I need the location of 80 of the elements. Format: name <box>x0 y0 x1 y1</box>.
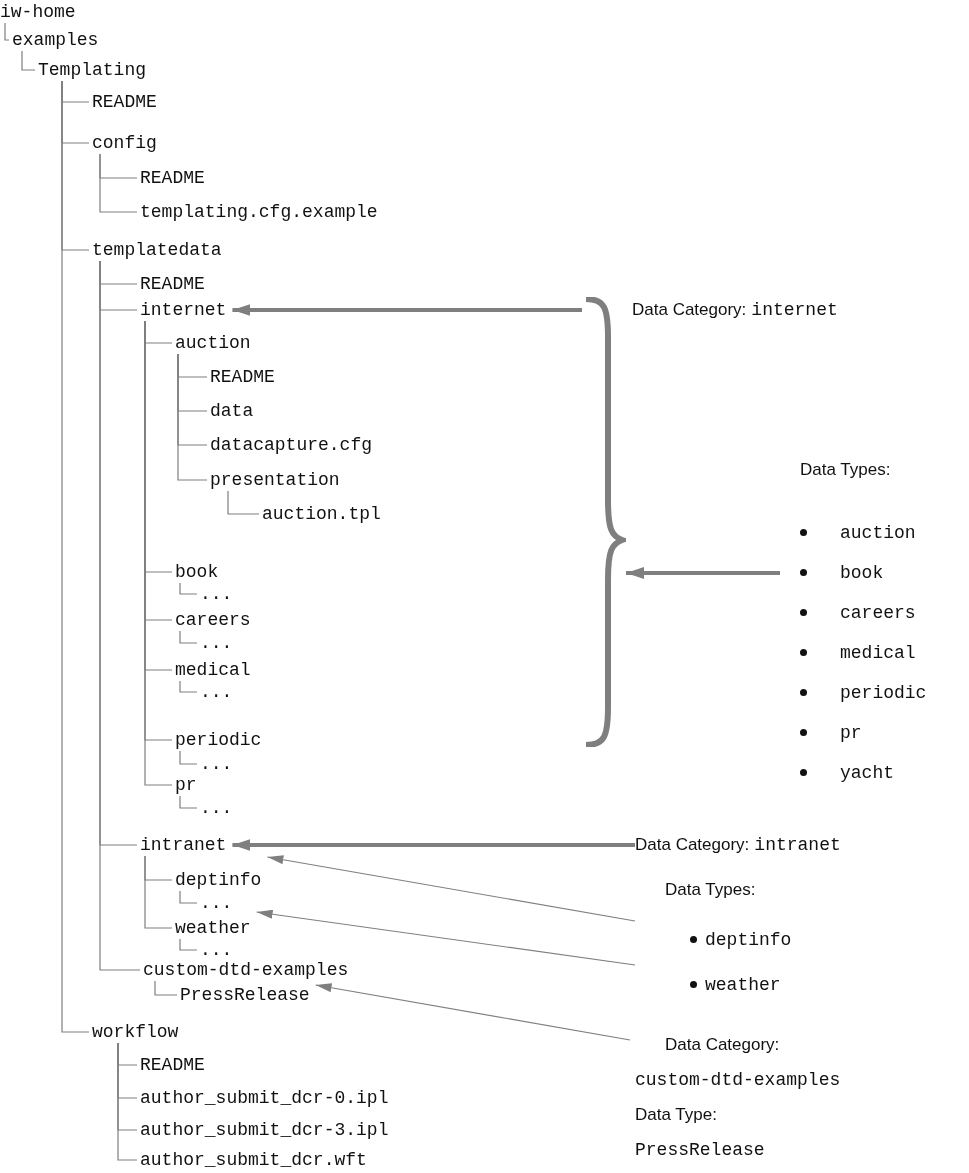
category-label: Data Category: <box>635 835 750 854</box>
list-item: auction <box>840 522 916 544</box>
arrow <box>315 983 631 1041</box>
tree-entry: author_submit_dcr-0.ipl <box>140 1087 389 1109</box>
list-item: yacht <box>840 762 894 784</box>
tree-entry: book <box>175 561 219 583</box>
arrow <box>626 567 780 579</box>
tree-entry: custom-dtd-examples <box>143 959 349 981</box>
tree-entry: intranet <box>140 834 227 856</box>
arrow <box>266 855 636 922</box>
list-heading: Data Types: <box>800 459 891 481</box>
arrow <box>232 304 582 316</box>
tree-entry: README <box>140 1054 205 1076</box>
tree-entry: ... <box>200 632 233 654</box>
tree-entry: ... <box>200 583 233 605</box>
list-item: pr <box>840 722 862 744</box>
category-value: internet <box>751 300 838 320</box>
tree-line <box>99 153 138 213</box>
tree-line <box>4 22 10 41</box>
arrow <box>256 909 636 966</box>
tree-entry: ... <box>200 892 233 914</box>
tree-entry: README <box>92 91 157 113</box>
tree-line <box>144 855 173 929</box>
tree-entry: Templating <box>38 59 147 81</box>
tree-entry: ... <box>200 939 233 961</box>
tree-entry: author_submit_dcr.wft <box>140 1149 367 1171</box>
list-item: periodic <box>840 682 927 704</box>
category-value: custom-dtd-examples <box>635 1069 841 1091</box>
tree-line <box>21 50 36 71</box>
tree-entry: auction.tpl <box>262 503 381 525</box>
tree-entry: pr <box>175 774 197 796</box>
tree-entry: internet <box>140 299 227 321</box>
tree-line <box>179 630 198 644</box>
arrow <box>232 839 635 851</box>
category-value: PressRelease <box>635 1139 765 1161</box>
tree-entry: templating.cfg.example <box>140 201 378 223</box>
tree-entry: ... <box>200 753 233 775</box>
tree-entry: examples <box>12 29 99 51</box>
tree-line <box>117 1042 138 1161</box>
tree-entry: workflow <box>92 1021 179 1043</box>
tree-line <box>179 795 198 809</box>
tree-entry: templatedata <box>92 239 222 261</box>
category-label: Data Category: <box>665 1034 780 1056</box>
tree-line <box>179 582 198 595</box>
tree-line <box>177 353 208 481</box>
tree-entry: auction <box>175 332 251 354</box>
tree-line <box>179 750 198 765</box>
tree-line <box>154 980 178 996</box>
category-value: intranet <box>754 835 841 855</box>
list-item: medical <box>840 642 916 664</box>
tree-entry: README <box>140 273 205 295</box>
tree-entry: PressRelease <box>180 984 310 1006</box>
tree-entry: ... <box>200 681 233 703</box>
tree-entry: iw-home <box>0 1 76 23</box>
tree-entry: ... <box>200 797 233 819</box>
tree-entry: config <box>92 132 157 154</box>
list-item: weather <box>705 974 781 996</box>
tree-line <box>179 938 198 951</box>
list-heading: Data Types: <box>665 879 756 901</box>
category-label: Data Category: <box>632 300 747 319</box>
tree-line <box>99 260 141 971</box>
tree-entry: periodic <box>175 729 262 751</box>
list-item: book <box>840 562 884 584</box>
list-item: deptinfo <box>705 929 792 951</box>
tree-line <box>179 890 198 904</box>
tree-entry: weather <box>175 917 251 939</box>
tree-line <box>61 80 90 1033</box>
tree-line <box>227 490 260 515</box>
tree-entry: presentation <box>210 469 340 491</box>
tree-entry: data <box>210 400 254 422</box>
tree-entry: careers <box>175 609 251 631</box>
tree-entry: README <box>140 167 205 189</box>
tree-entry: author_submit_dcr-3.ipl <box>140 1119 389 1141</box>
tree-entry: medical <box>175 659 251 681</box>
tree-entry: deptinfo <box>175 869 262 891</box>
category-label: Data Type: <box>635 1104 717 1126</box>
tree-entry: datacapture.cfg <box>210 434 373 456</box>
list-item: careers <box>840 602 916 624</box>
tree-entry: README <box>210 366 275 388</box>
tree-line <box>179 680 198 693</box>
